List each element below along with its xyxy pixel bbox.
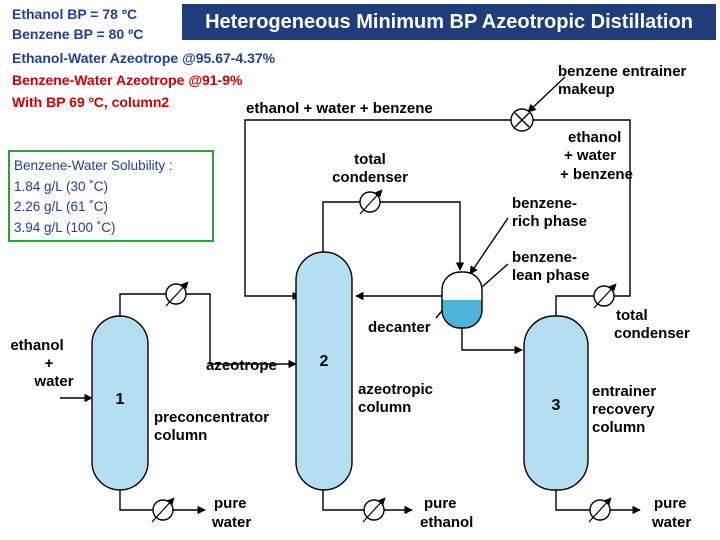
page-title: Heterogeneous Minimum BP Azeotropic Dist… [182,4,716,40]
condenser2-label-line2: condenser [614,325,690,342]
column2-overhead-pipe [322,201,465,271]
condenser1-label-line1: total [354,151,386,168]
solubility-row: 1.84 g/L (30 ˚C) [14,178,109,194]
column-3 [523,315,589,491]
heat-exchanger-icon [165,281,189,307]
feed-label-line2: + [45,355,54,372]
recycle-stream-label: ethanol + water + benzene [246,100,433,117]
benzene-water-azeotrope-text: Benzene-Water Azeotrope @91-9% [12,72,243,88]
mixture-label-line3: + benzene [560,166,633,183]
solubility-box: Benzene-Water Solubility : 1.84 g/L (30 … [8,150,214,242]
rich-phase-pointer [469,217,509,275]
makeup-label-line1: benzene entrainer [558,63,687,80]
column2-label-line1: azeotropic [358,381,433,398]
ethanol-bp-text: Ethanol BP = 78 ºC [12,6,138,22]
bottom2-label-line2: ethanol [420,514,473,531]
column1-label-line1: preconcentrator [154,409,269,426]
bottom1-label-line1: pure [214,495,247,512]
solubility-heading: Benzene-Water Solubility : [14,158,173,173]
column-1 [91,315,149,491]
mixture-label-line2: + water [564,147,616,164]
mixture-label-line1: ethanol [568,129,621,146]
column1-number: 1 [116,391,125,408]
heat-exchanger-icon [359,189,383,215]
column3-label-line3: column [592,419,645,436]
condenser1-label-line2: condenser [332,169,408,186]
heat-exchanger-icon [588,497,612,523]
column3-recycle-pipe [533,119,631,297]
heat-exchanger-icon [151,497,175,523]
rich-phase-label-line2: rich phase [512,213,587,230]
column3-vapor-pipe [555,295,595,318]
bottom3-label-line1: pure [654,495,687,512]
bottom3-label-line2: water [651,514,691,531]
recycle-to-column2-pipe [244,119,511,301]
column2-label-line2: column [358,399,411,416]
azeotrope-label: azeotrope [206,357,277,374]
condenser2-label-line1: total [616,307,648,324]
bottom1-label-line2: water [211,514,251,531]
column-2 [295,251,353,491]
heat-exchanger-icon [362,497,386,523]
column1-bottoms-pipe [119,487,206,515]
column3-label-line1: entrainer [592,383,656,400]
ethanol-water-azeotrope-text: Ethanol-Water Azeotrope @95.67-4.37% [12,50,276,66]
makeup-label-line2: makeup [558,81,615,98]
bp-note-text: With BP 69 ºC, column2 [12,94,170,110]
feed-label-line3: water [33,373,73,390]
bottom2-label-line1: pure [424,495,457,512]
rich-phase-label-line1: benzene- [512,195,577,212]
column2-number: 2 [320,353,329,370]
column3-bottoms-pipe [555,487,641,515]
column3-number: 3 [552,397,561,414]
benzene-bp-text: Benzene BP = 80 ºC [12,26,144,42]
valve-icon [510,108,534,132]
column3-label-line2: recovery [592,401,655,418]
heat-exchanger-icon [593,283,617,309]
solubility-row: 2.26 g/L (61 ˚C) [14,199,109,214]
azeotrope-pipe [186,293,297,369]
lean-phase-label-line1: benzene- [512,249,577,266]
column1-label-line2: column [154,427,207,444]
decanter-vessel-icon [441,271,483,329]
column1-vapor-pipe [119,293,168,318]
solubility-row: 3.94 g/L (100 ˚C) [14,219,116,235]
decanter-label: decanter [368,319,431,336]
lean-phase-label-line2: lean phase [512,267,590,284]
makeup-pipe [527,76,566,113]
feed-label-line1: ethanol [10,337,63,354]
